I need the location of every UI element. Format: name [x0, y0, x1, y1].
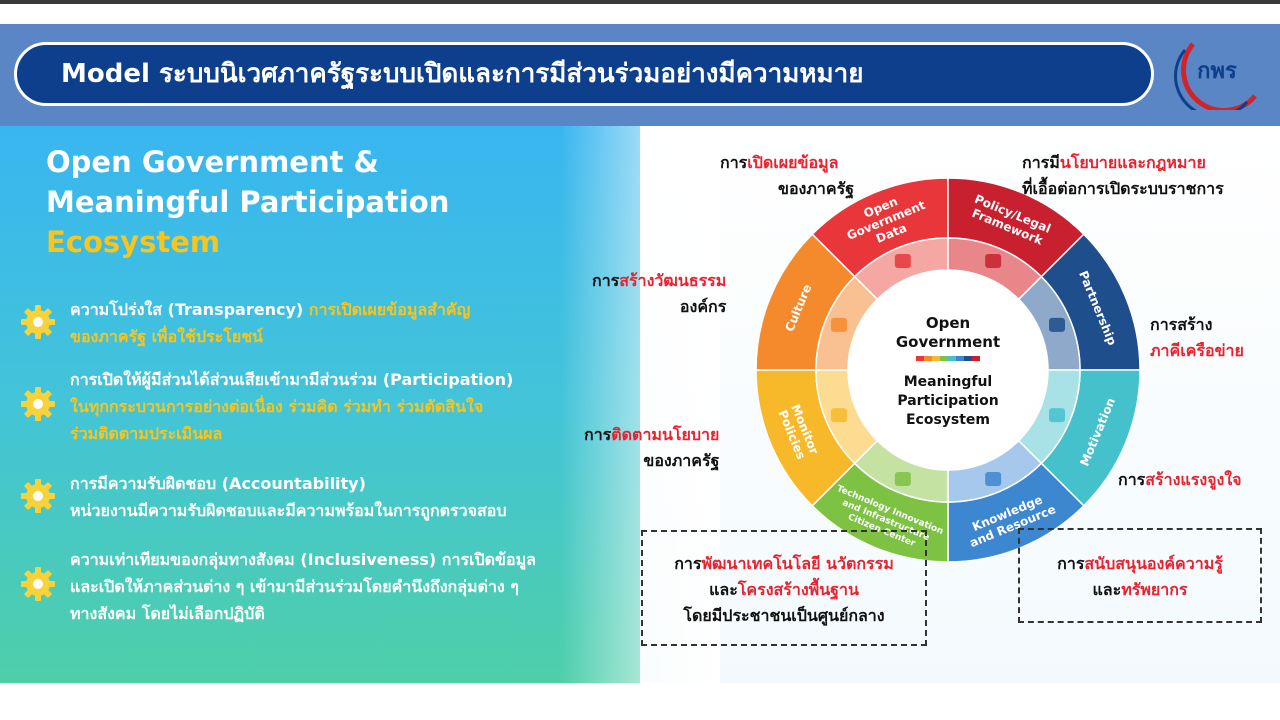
center-line-3: Meaningful: [904, 374, 992, 390]
page-title: Model ระบบนิเวศภาครัฐระบบเปิดและการมีส่ว…: [61, 59, 864, 89]
principle-line: ร่วมติดตามประเมินผล: [70, 424, 223, 443]
callout-policy: การมีนโยบายและกฎหมาย ที่เอื้อต่อการเปิดร…: [1022, 153, 1224, 198]
book-icon: [894, 253, 911, 268]
gear-icon: [21, 305, 55, 339]
callout-box-knowledge: [1018, 528, 1262, 623]
principle-line: การมีความรับผิดชอบ (Accountability): [70, 474, 366, 493]
brain-icon: [985, 472, 1002, 487]
principle-line: ของภาครัฐ เพื่อใช้ประโยชน์: [70, 327, 263, 346]
principle-text: ความโปร่งใส (Transparency) การเปิดเผยข้อ…: [70, 296, 630, 350]
panel-fade: [560, 126, 720, 683]
gear-icon: [21, 479, 55, 513]
top-border: [0, 0, 1280, 4]
callout-partnership: การสร้าง ภาคีเครือข่าย: [1150, 315, 1244, 360]
monitor-icon: [830, 408, 847, 423]
center-line-5: Ecosystem: [906, 412, 990, 428]
rocket-icon: [1049, 408, 1066, 423]
center-line-1: Open: [926, 314, 970, 332]
principle-line: การเปิดให้ผู้มีส่วนได้ส่วนเสียเข้ามามีส่…: [70, 370, 514, 389]
logo-text: กพร: [1197, 59, 1237, 84]
handshake-icon: [1049, 317, 1066, 332]
principle-text: การมีความรับผิดชอบ (Accountability) หน่วย…: [70, 470, 630, 524]
callout-motivation: การสร้างแรงจูงใจ: [1118, 470, 1242, 489]
gear-icon: [21, 567, 55, 601]
callout-technology: การพัฒนาเทคโนโลยี นวัตกรรม และโครงสร้างพ…: [674, 554, 894, 625]
rainbow-bar: [916, 356, 980, 361]
heart-icon: [830, 317, 847, 332]
left-panel: [0, 126, 640, 683]
center-line-4: Participation: [897, 393, 998, 409]
callout-monitor: การติดตามนโยบาย ของภาครัฐ: [584, 425, 720, 470]
principle-text: ความเท่าเทียมของกลุ่มทางสังคม (Inclusive…: [70, 546, 630, 627]
principle-line: ความโปร่งใส (Transparency) การเปิดเผยข้อ…: [70, 300, 471, 319]
wheel-center: [848, 270, 1048, 470]
gear-icon: [21, 387, 55, 421]
laptop-icon: [894, 472, 911, 487]
title-line-3: Ecosystem: [46, 225, 221, 259]
callout-knowledge: การสนับสนุนองค์ความรู้ และทรัพยากร: [1057, 554, 1223, 599]
center-line-2: Government: [896, 333, 1000, 351]
callout-box-technology: [641, 530, 927, 646]
opdc-logo: กพร: [1174, 42, 1257, 110]
principle-line: ความเท่าเทียมของกลุ่มทางสังคม (Inclusive…: [70, 550, 536, 569]
title-line-2: Meaningful Participation: [46, 185, 450, 219]
callout-culture: การสร้างวัฒนธรรม องค์กร: [592, 271, 727, 316]
principle-line: และเปิดให้ภาคส่วนต่าง ๆ เข้ามามีส่วนร่วม…: [70, 577, 519, 596]
title-line-1: Open Government &: [46, 145, 379, 179]
ecosystem-title: Open Government & Meaningful Participati…: [46, 142, 449, 262]
principle-text: การเปิดให้ผู้มีส่วนได้ส่วนเสียเข้ามามีส่…: [70, 366, 630, 447]
principle-line: ทางสังคม โดยไม่เลือกปฏิบัติ: [70, 604, 265, 623]
shield-icon: [985, 253, 1002, 268]
title-banner: Model ระบบนิเวศภาครัฐระบบเปิดและการมีส่ว…: [14, 42, 1154, 106]
principle-line: ในทุกกระบวนการอย่างต่อเนื่อง ร่วมคิด ร่ว…: [70, 397, 484, 416]
principle-line: หน่วยงานมีความรับผิดชอบและมีความพร้อมในก…: [70, 501, 507, 520]
callout-open-data: การเปิดเผยข้อมูล ของภาครัฐ: [720, 153, 855, 198]
